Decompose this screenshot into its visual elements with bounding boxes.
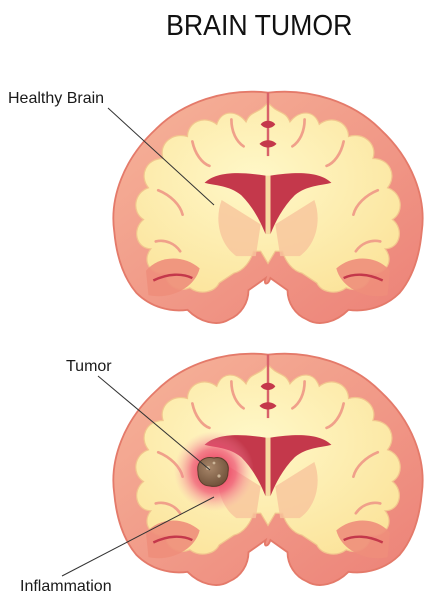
label-healthy-brain: Healthy Brain [8, 90, 104, 108]
tumor-brain-illustration [113, 354, 422, 585]
healthy-brain-illustration [113, 92, 422, 323]
tumor-mass [198, 458, 229, 487]
label-tumor: Tumor [66, 358, 112, 376]
label-inflammation: Inflammation [20, 578, 112, 596]
